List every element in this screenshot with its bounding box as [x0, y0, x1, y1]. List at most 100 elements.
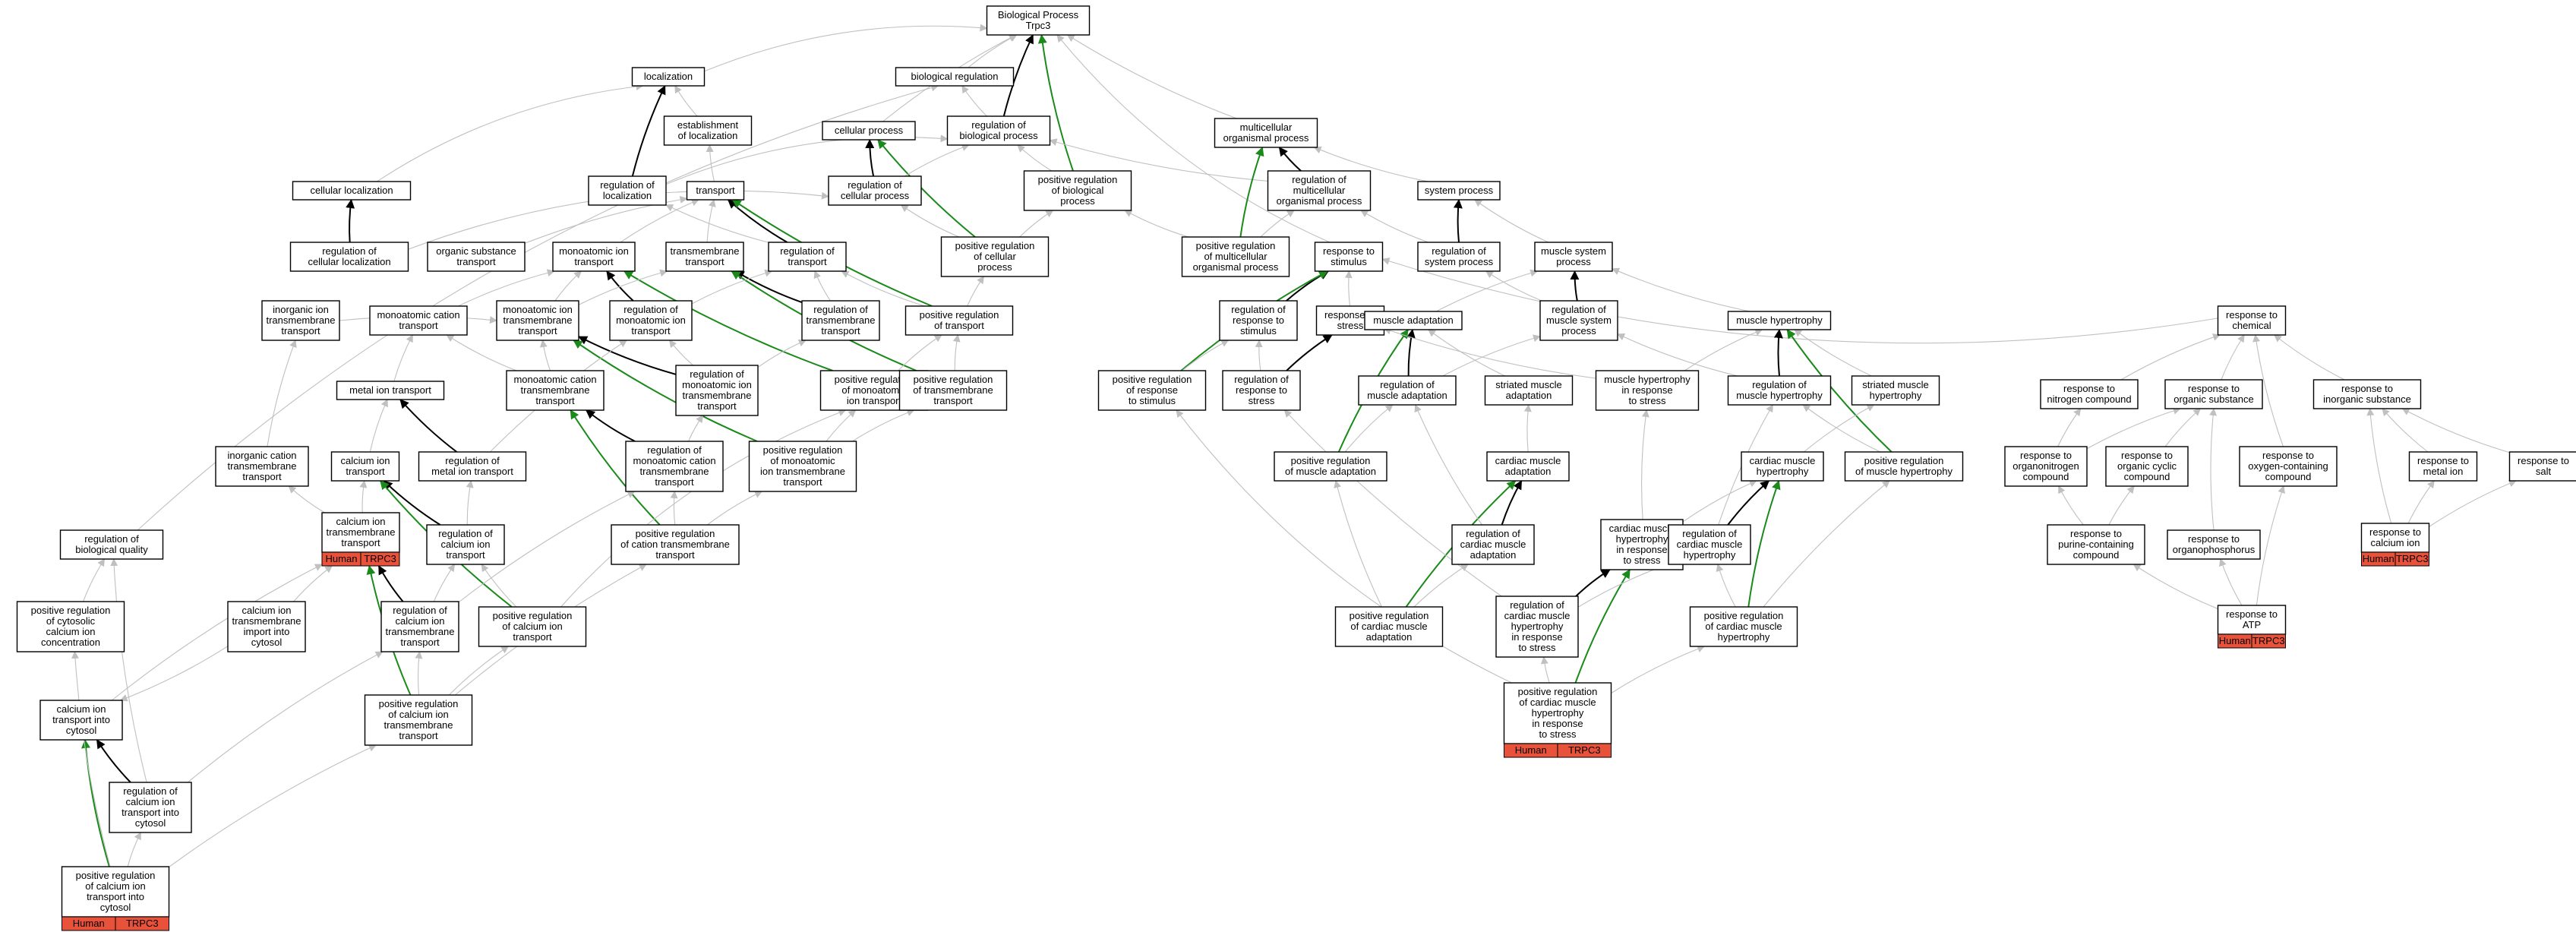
node-label-line: ion transport [847, 395, 902, 406]
edge-is-a [1255, 340, 1263, 371]
node-label-line: adaptation [1506, 390, 1552, 401]
go-term-node-metalion[interactable]: metal ion transport [336, 381, 445, 400]
node-label-line: transport [518, 325, 557, 336]
go-term-node-cellproc[interactable]: cellular process [822, 121, 916, 141]
node-label-line: regulation of [445, 455, 500, 466]
go-term-node-sysproc[interactable]: system process [1417, 181, 1501, 201]
node-label-line: positive regulation [835, 374, 914, 385]
node-label-line: cytosol [66, 725, 97, 736]
go-term-node-transport[interactable]: transport [686, 181, 745, 201]
node-box [380, 601, 459, 652]
node-box [109, 782, 192, 833]
node-box [2360, 523, 2430, 553]
node-label-line: of cardiac muscle [1350, 621, 1427, 632]
go-term-node-cellloc[interactable]: cellular localization [292, 181, 412, 201]
go-term-node-breg[interactable]: biological regulation [895, 67, 1015, 87]
edge-is-a [1442, 334, 1541, 377]
go-term-node-loc[interactable]: localization [631, 67, 706, 87]
go-term-node-muschyp[interactable]: muscle hypertrophy [1727, 311, 1832, 330]
go-term-node-muscadapt[interactable]: muscle adaptation [1364, 311, 1463, 330]
annotation-label: TRPC3 [2252, 635, 2285, 646]
edge-is-a [377, 83, 644, 182]
node-label-line: transmembrane [232, 615, 301, 627]
